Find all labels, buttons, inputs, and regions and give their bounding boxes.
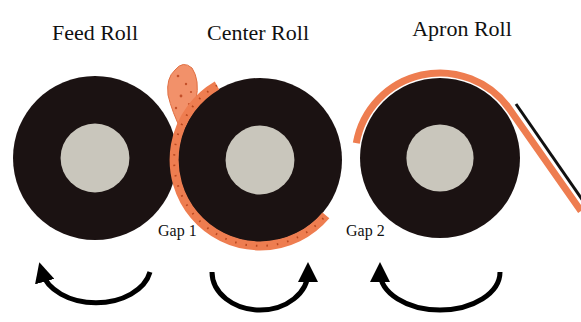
material-band-speckle (174, 86, 326, 246)
roll-hub (61, 124, 130, 193)
roll-name: Center Roll (207, 20, 309, 46)
roll-name: Apron Roll (412, 16, 512, 42)
roll-body (178, 78, 342, 242)
roll: Apron Roll (360, 14, 520, 238)
roll-shape (360, 78, 520, 238)
roll-hub (406, 124, 473, 191)
sheet-edge (516, 104, 581, 205)
roll-shape (178, 78, 342, 242)
roll: Feed Roll (13, 14, 177, 240)
rotation-arrow (42, 272, 150, 303)
roll: Center Roll (178, 14, 342, 242)
roll-shape (13, 76, 177, 240)
material-sheet (356, 73, 581, 211)
roll-hub (226, 126, 295, 195)
roll-name: Feed Roll (52, 20, 138, 46)
roll-body (13, 76, 177, 240)
material-band (174, 86, 326, 246)
rotation-arrow (212, 272, 308, 310)
rotation-arrow (380, 272, 500, 310)
gap-label: Gap 1 (158, 222, 197, 240)
roll-body (360, 78, 520, 238)
gap-label: Gap 2 (346, 222, 385, 240)
